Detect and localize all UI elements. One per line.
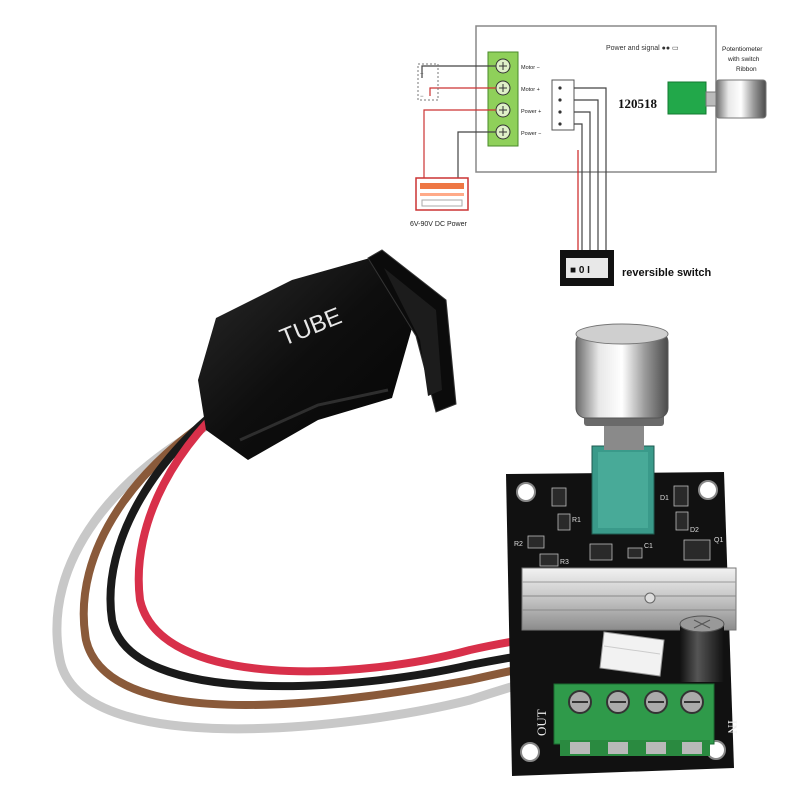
capacitor xyxy=(679,615,725,682)
terminal-label-4: Power − xyxy=(521,131,541,137)
potentiometer xyxy=(575,323,669,535)
mounting-hole xyxy=(516,482,536,502)
header-note: Power and signal ●● ▭ xyxy=(606,45,679,52)
pwm-board: R1 R2 R3 D1 D2 Q1 C1 xyxy=(506,323,740,776)
reversible-switch-diagram xyxy=(560,250,614,286)
silk-label: Q1 xyxy=(714,537,723,544)
switch-glyph: ■ 0 I xyxy=(570,265,590,276)
silk-label: R1 xyxy=(572,517,581,524)
pot-label-line1: Potentiometer xyxy=(722,46,763,53)
smd-components xyxy=(527,485,711,567)
silk-label: D1 xyxy=(660,495,669,502)
switch-label: reversible switch xyxy=(622,267,712,279)
battery-label: 6V-90V DC Power xyxy=(410,221,467,228)
terminal-block xyxy=(553,683,715,756)
rocker-switch-assembly: TUBE xyxy=(198,249,457,460)
out-label: OUT xyxy=(534,709,549,736)
heatsink xyxy=(521,567,737,631)
terminal-label-2: Motor + xyxy=(521,87,540,93)
mounting-hole xyxy=(520,742,540,762)
terminal-label-1: Motor − xyxy=(521,65,540,71)
svg-text:+: + xyxy=(420,72,424,78)
svg-text:−: − xyxy=(420,94,424,100)
silk-label: D2 xyxy=(690,527,699,534)
wire-connector xyxy=(599,631,665,677)
heat-shrink-tube xyxy=(198,258,412,460)
silk-label: C1 xyxy=(644,543,653,550)
pot-label-line2: with switch xyxy=(727,56,760,63)
silk-label: R2 xyxy=(514,541,523,548)
mounting-hole xyxy=(698,480,718,500)
battery-icon xyxy=(415,177,469,211)
pot-label-line3: Ribbon xyxy=(736,66,757,73)
motor-symbol: + − xyxy=(417,63,439,101)
switch-wires-diagram xyxy=(574,87,607,250)
silk-label: R3 xyxy=(560,559,569,566)
chip-label: 120518 xyxy=(618,96,658,111)
in-label: IN xyxy=(725,720,740,734)
terminal-block-diagram xyxy=(487,51,519,147)
potentiometer-diagram xyxy=(667,79,767,119)
pot-knob xyxy=(575,331,669,419)
terminal-label-3: Power + xyxy=(521,109,541,115)
switch-connector-diagram xyxy=(551,79,575,131)
wiring-diagram: Power and signal ●● ▭ Potentiometer with… xyxy=(410,25,767,286)
power-wires-diagram xyxy=(421,65,496,178)
